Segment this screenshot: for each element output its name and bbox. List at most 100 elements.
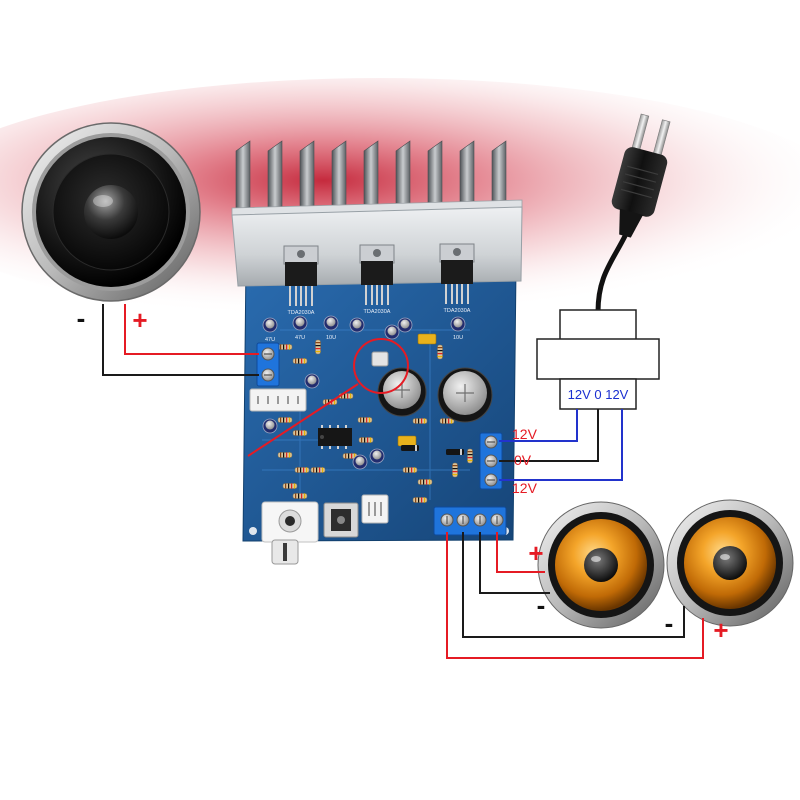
- resistor-band: [280, 418, 281, 423]
- small-capacitor: [370, 449, 384, 463]
- chip-tab-hole: [453, 248, 461, 256]
- resistor-band: [451, 419, 452, 424]
- small-capacitor: [263, 318, 277, 332]
- resistor-band: [468, 460, 473, 461]
- resistor-band: [316, 468, 317, 473]
- resistor-band: [289, 418, 290, 423]
- resistor-band: [345, 454, 346, 459]
- woofer-icon: [22, 123, 200, 301]
- small-capacitor-top: [296, 318, 305, 327]
- resistor-band: [468, 454, 473, 455]
- woofer-terminal-block: [257, 343, 279, 386]
- resistor-band: [423, 480, 424, 485]
- resistor-band: [408, 468, 409, 473]
- resistor-band: [288, 484, 289, 489]
- resistor-band: [414, 468, 415, 473]
- rca-jack-hole: [285, 516, 295, 526]
- resistor-band: [442, 419, 443, 424]
- heatsink-fin: [300, 141, 314, 216]
- small-capacitor-top: [373, 451, 382, 460]
- resistor-band: [283, 418, 284, 423]
- small-capacitor: [263, 419, 277, 433]
- tweeter-dome: [584, 548, 618, 582]
- resistor-band: [280, 453, 281, 458]
- resistor: [453, 463, 458, 477]
- resistor-band: [301, 359, 302, 364]
- op-amp-chip: [318, 425, 352, 449]
- small-capacitor-top: [353, 320, 362, 329]
- resistor-band: [289, 345, 290, 350]
- small-capacitor: [353, 455, 367, 469]
- transformer-core: [537, 339, 659, 379]
- tweeter-right-positive-label: +: [713, 615, 728, 645]
- resistor-band: [438, 350, 443, 351]
- tweeter-icon: [538, 502, 664, 628]
- input-header-connector: [250, 389, 306, 411]
- resistor-band: [295, 494, 296, 499]
- box-capacitor: [418, 334, 436, 344]
- power-label-top: 12V: [512, 426, 538, 442]
- power-amp-chip: TDA2030A: [284, 246, 318, 316]
- diode-band: [415, 445, 417, 451]
- small-capacitor: [305, 374, 319, 388]
- audio-jack-3-5mm: [324, 503, 358, 537]
- resistor-band: [294, 484, 295, 489]
- large-capacitor: [438, 368, 492, 422]
- resistor-band: [415, 498, 416, 503]
- resistor: [438, 345, 443, 359]
- resistor: [440, 419, 454, 424]
- resistor-band: [424, 419, 425, 424]
- resistor: [316, 340, 321, 354]
- small-capacitor: [293, 316, 307, 330]
- resistor-band: [283, 453, 284, 458]
- resistor-band: [366, 418, 367, 423]
- resistor-band: [298, 431, 299, 436]
- audio-jack-hole: [337, 516, 345, 524]
- resistor: [293, 359, 307, 364]
- volume-knob-slot: [283, 543, 287, 561]
- resistor-band: [453, 465, 458, 466]
- resistor-band: [304, 494, 305, 499]
- heatsink-fin: [268, 141, 282, 216]
- resistor-band: [303, 468, 304, 473]
- speaker-terminal-block: [434, 507, 506, 535]
- resistor-band: [300, 468, 301, 473]
- resistor-band: [468, 451, 473, 452]
- resistor: [278, 345, 292, 350]
- resistor-band: [286, 345, 287, 350]
- resistor-band: [418, 498, 419, 503]
- tweeter-left-positive-label: +: [528, 538, 543, 568]
- resistor-band: [316, 345, 321, 346]
- resistor-band: [316, 342, 321, 343]
- resistor-band: [367, 438, 368, 443]
- resistor-band: [361, 438, 362, 443]
- chip-body: [361, 261, 393, 285]
- capacitor-label: 47U: [265, 337, 275, 343]
- tweeter-right-negative-label: -: [665, 608, 674, 638]
- resistor-band: [429, 480, 430, 485]
- resistor-band: [316, 348, 321, 349]
- resistor-band: [285, 484, 286, 489]
- resistor-band: [304, 359, 305, 364]
- resistor: [403, 468, 417, 473]
- tweeter-highlight: [720, 554, 730, 560]
- resistor-band: [350, 394, 351, 399]
- small-capacitor-top: [266, 320, 275, 329]
- small-capacitor: [324, 316, 338, 330]
- woofer-dust-cap: [84, 185, 138, 239]
- small-capacitor-top: [327, 318, 336, 327]
- resistor-band: [421, 498, 422, 503]
- power-label-bottom: 12V: [512, 480, 538, 496]
- resistor-band: [298, 359, 299, 364]
- resistor-band: [291, 484, 292, 489]
- woofer-highlight: [93, 195, 113, 207]
- diode: [446, 449, 464, 455]
- resistor: [278, 418, 292, 423]
- small-capacitor: [398, 318, 412, 332]
- resistor: [413, 498, 427, 503]
- heatsink-fin: [236, 141, 250, 216]
- resistor-band: [283, 345, 284, 350]
- resistor-band: [319, 468, 320, 473]
- resistor-band: [363, 418, 364, 423]
